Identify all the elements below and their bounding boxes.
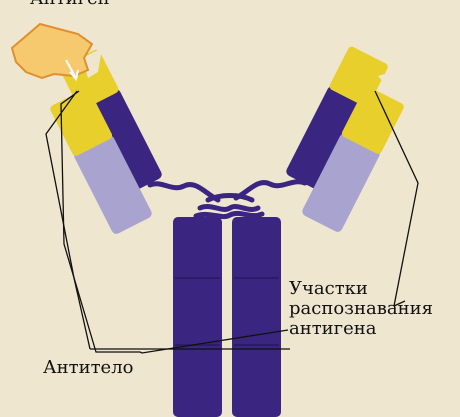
antigen-shape bbox=[12, 24, 92, 78]
recognition-label-line-1: Участки bbox=[289, 279, 433, 299]
heavy-chain-stem-right bbox=[232, 217, 281, 417]
antibody-label: Антитело bbox=[43, 358, 133, 378]
recognition-sites-label: Участки распознавания антигена bbox=[289, 279, 433, 339]
recognition-label-line-2: распознавания bbox=[289, 299, 433, 319]
hinge-region bbox=[150, 182, 305, 217]
antigen-label: Антиген bbox=[30, 0, 110, 9]
recognition-label-line-3: антигена bbox=[289, 319, 433, 339]
heavy-chain-stem-left bbox=[173, 217, 222, 417]
